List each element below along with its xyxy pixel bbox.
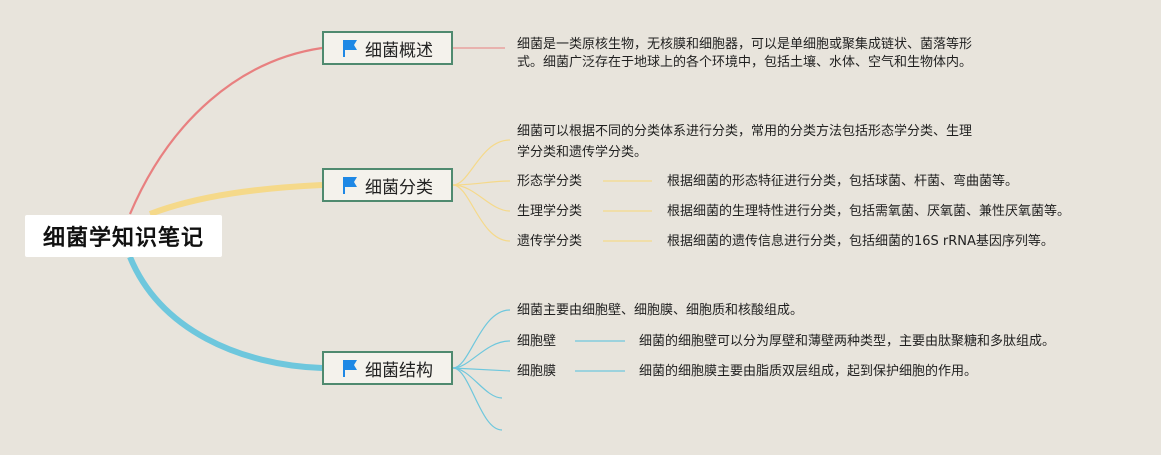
sub-cell-membrane-desc: 细菌的细胞膜主要由脂质双层组成，起到保护细胞的作用。	[639, 364, 978, 379]
overview-text-line1: 细菌是一类原核生物，无核膜和细胞器，可以是单细胞或聚集成链状、菌落等形	[517, 37, 973, 52]
branch-overview	[128, 46, 323, 215]
sub-genetics-desc: 根据细菌的遗传信息进行分类，包括细菌的16S rRNA基因序列等。	[667, 234, 1054, 249]
flag-icon	[340, 175, 360, 195]
sub-cell-membrane-name[interactable]: 细胞膜	[517, 364, 557, 379]
topic-overview[interactable]: 细菌概述	[322, 31, 453, 65]
structure-text-line1: 细菌主要由细胞壁、细胞膜、细胞质和核酸组成。	[517, 303, 804, 318]
sub-physiology-name[interactable]: 生理学分类	[517, 204, 583, 219]
root-title: 细菌学知识笔记	[42, 226, 204, 251]
sub-morphology-name[interactable]: 形态学分类	[517, 174, 583, 189]
structure-connectors	[452, 309, 625, 431]
classification-connectors	[452, 139, 652, 242]
flag-icon	[340, 358, 360, 378]
sub-morphology-desc: 根据细菌的形态特征进行分类，包括球菌、杆菌、弯曲菌等。	[667, 174, 1019, 189]
topic-overview-label: 细菌概述	[365, 40, 433, 61]
sub-genetics-name[interactable]: 遗传学分类	[517, 234, 583, 249]
flag-icon	[340, 38, 360, 58]
overview-text-line2: 式。细菌广泛存在于地球上的各个环境中，包括土壤、水体、空气和生物体内。	[517, 55, 973, 70]
topic-structure[interactable]: 细菌结构	[322, 351, 453, 385]
sub-cell-wall-desc: 细菌的细胞壁可以分为厚壁和薄壁两种类型，主要由肽聚糖和多肽组成。	[639, 334, 1056, 349]
root-node[interactable]: 细菌学知识笔记	[25, 215, 222, 257]
branch-structure	[127, 255, 323, 371]
sub-physiology-desc: 根据细菌的生理特性进行分类，包括需氧菌、厌氧菌、兼性厌氧菌等。	[667, 204, 1071, 219]
classification-text-line2: 学分类和遗传学分类。	[517, 145, 648, 160]
topic-classification[interactable]: 细菌分类	[322, 168, 453, 202]
topic-structure-label: 细菌结构	[365, 360, 433, 381]
sub-cell-wall-name[interactable]: 细胞壁	[517, 334, 557, 349]
branch-classification	[148, 182, 323, 217]
classification-text-line1: 细菌可以根据不同的分类体系进行分类，常用的分类方法包括形态学分类、生理	[517, 124, 973, 139]
topic-classification-label: 细菌分类	[365, 177, 433, 198]
